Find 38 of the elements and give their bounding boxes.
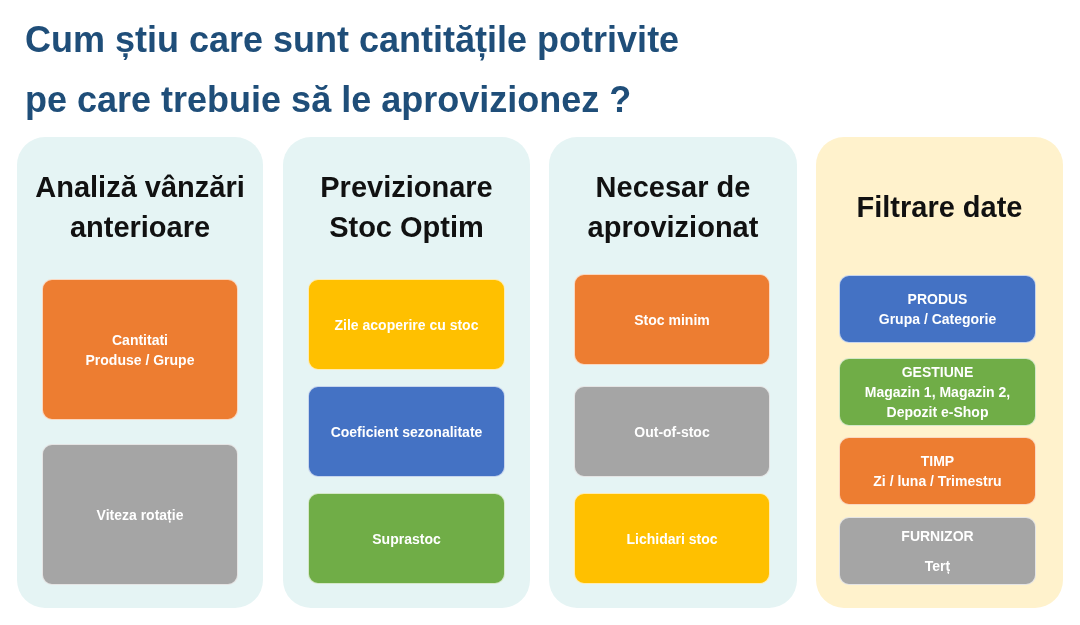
category-card bbox=[839, 517, 1036, 585]
category-card bbox=[308, 386, 505, 477]
panel-heading: Filtrare date bbox=[856, 190, 1023, 225]
category-card bbox=[574, 274, 770, 365]
card-text: Coeficient sezonalitate bbox=[330, 422, 483, 442]
category-card bbox=[574, 493, 770, 584]
category-panel bbox=[283, 137, 530, 608]
category-card bbox=[42, 444, 238, 585]
category-card bbox=[308, 493, 505, 584]
card-title: FURNIZOR bbox=[901, 527, 974, 546]
card-text: Zi / luna / Trimestru bbox=[873, 472, 1002, 491]
panel-heading: Analiză vânzări anterioare bbox=[34, 170, 246, 245]
page-title: Cum știu care sunt cantitățile potrivite pe care trebuie să le aprovizionez ? bbox=[25, 18, 681, 122]
card-text: Stoc minim bbox=[634, 310, 710, 330]
panel-heading: Previzionare Stoc Optim bbox=[319, 170, 494, 245]
card-text: Lichidari stoc bbox=[626, 529, 718, 549]
category-card bbox=[839, 437, 1036, 505]
card-title: TIMP bbox=[920, 452, 955, 471]
card-title: PRODUS bbox=[907, 290, 968, 309]
card-text: Terț bbox=[924, 557, 951, 576]
card-text: Suprastoc bbox=[372, 529, 441, 549]
card-text: Out-of-stoc bbox=[634, 422, 710, 442]
category-card bbox=[42, 279, 238, 420]
card-text: Produse / Grupe bbox=[85, 350, 195, 370]
category-panel bbox=[816, 137, 1063, 608]
category-panel bbox=[17, 137, 263, 608]
card-title: GESTIUNE bbox=[901, 363, 974, 382]
card-title: Cantitati bbox=[112, 330, 168, 350]
category-card bbox=[839, 275, 1036, 343]
category-panel bbox=[549, 137, 797, 608]
card-text: Grupa / Categorie bbox=[878, 310, 997, 329]
category-card bbox=[574, 386, 770, 477]
panel-heading: Necesar de aprovizionat bbox=[586, 170, 760, 245]
card-text: Zile acoperire cu stoc bbox=[334, 315, 479, 335]
card-text: Magazin 1, Magazin 2, Depozit e-Shop bbox=[863, 383, 1012, 422]
category-card bbox=[308, 279, 505, 370]
category-card bbox=[839, 358, 1036, 426]
card-text: Viteza rotație bbox=[96, 505, 184, 525]
